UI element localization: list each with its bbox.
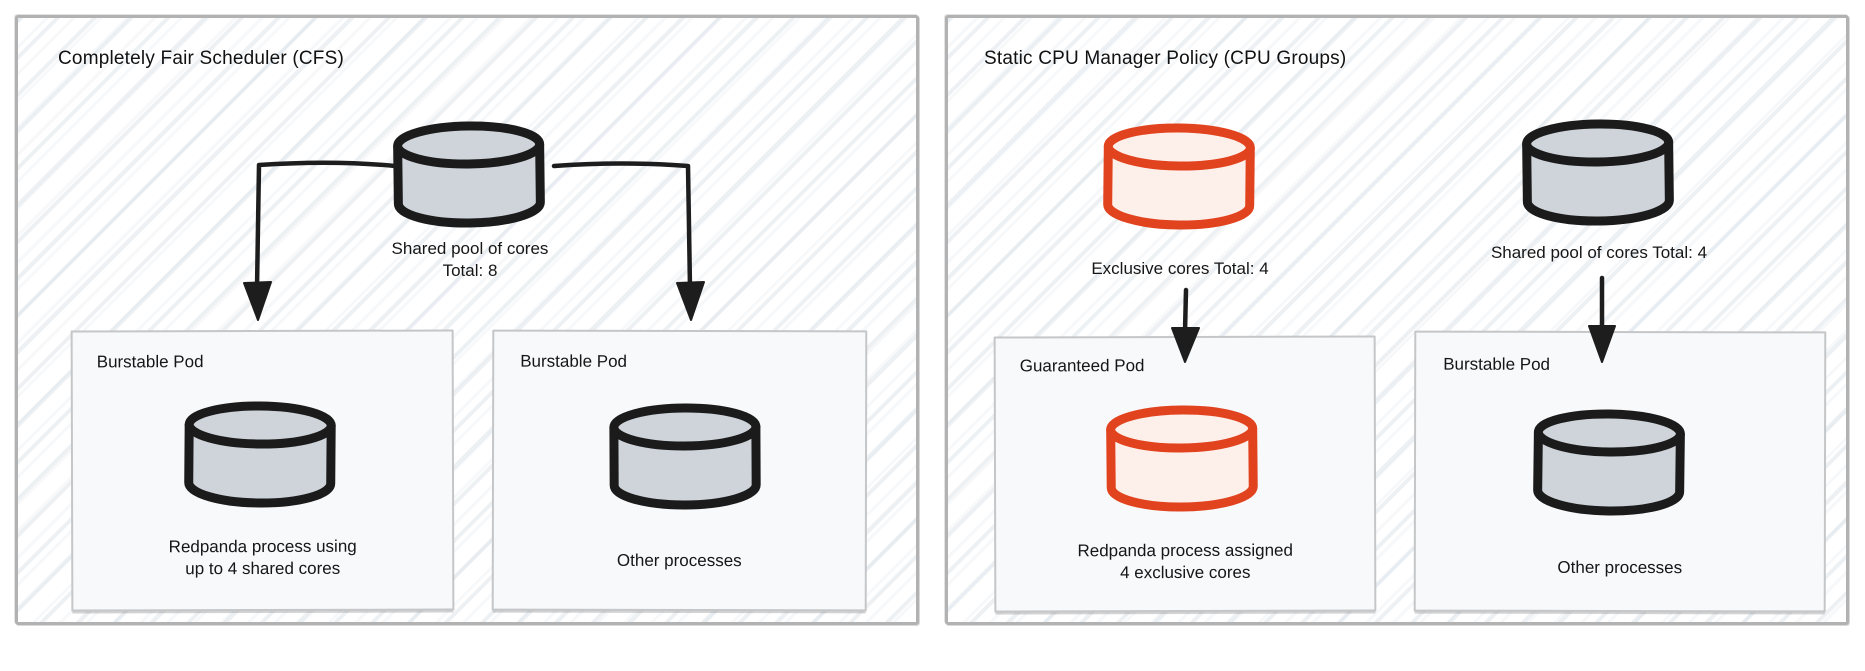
panel-title-static-cpu: Static CPU Manager Policy (CPU Groups): [984, 48, 1347, 69]
pod-caption: Other processes: [1557, 557, 1683, 578]
arrow-shared-to-burstable: [1588, 275, 1616, 363]
pod-title: Burstable Pod: [1443, 354, 1551, 374]
panel-static-cpu-manager: Static CPU Manager Policy (CPU Groups) E…: [945, 15, 1849, 625]
pod-guaranteed-redpanda: Guaranteed Pod Redpanda process assigned…: [993, 335, 1377, 613]
pod-caption-line1: Redpanda process assigned: [1077, 540, 1293, 561]
cylinder-icon: [179, 397, 342, 510]
arrow-pool-to-left-pod: [243, 160, 398, 321]
shared-pool-cylinder-icon: [387, 117, 550, 231]
pod-caption: Redpanda process assigned 4 exclusive co…: [996, 540, 1374, 586]
pod-burstable-other: Burstable Pod Other processes: [491, 329, 868, 612]
shared-pool-cylinder-icon: [1516, 115, 1679, 229]
pod-burstable-redpanda: Burstable Pod Redpanda process using up …: [70, 329, 455, 612]
pod-title: Guaranteed Pod: [1019, 356, 1145, 376]
pod-caption-line1: Redpanda process using: [168, 536, 357, 557]
pod-burstable-other: Burstable Pod Other processes: [1413, 330, 1827, 613]
panel-title-cfs: Completely Fair Scheduler (CFS): [58, 48, 345, 69]
shared-pool-label: Shared pool of cores Total: 8: [320, 238, 620, 282]
pod-caption-line2: up to 4 shared cores: [185, 559, 341, 579]
shared-pool-label-line2: Total: 8: [442, 261, 498, 281]
exclusive-cores-cylinder-icon: [1097, 119, 1260, 233]
panel-cfs: Completely Fair Scheduler (CFS) Shared p…: [15, 15, 919, 625]
shared-pool-label: Shared pool of cores Total: 4: [1490, 243, 1708, 262]
exclusive-cores-label: Exclusive cores Total: 4: [1091, 259, 1269, 278]
exclusive-cylinder-icon: [1100, 401, 1263, 515]
arrow-exclusive-to-guaranteed: [1171, 287, 1200, 363]
pod-title: Burstable Pod: [520, 351, 628, 371]
pod-caption: Other processes: [616, 550, 742, 571]
pod-caption: Redpanda process using up to 4 shared co…: [73, 536, 452, 582]
arrow-pool-to-right-pod: [551, 161, 705, 321]
cylinder-icon: [604, 400, 767, 513]
pod-caption-line2: 4 exclusive cores: [1120, 563, 1251, 583]
cylinder-icon: [1527, 405, 1690, 519]
pod-title: Burstable Pod: [96, 352, 204, 372]
shared-pool-label-line1: Shared pool of cores: [391, 239, 549, 258]
